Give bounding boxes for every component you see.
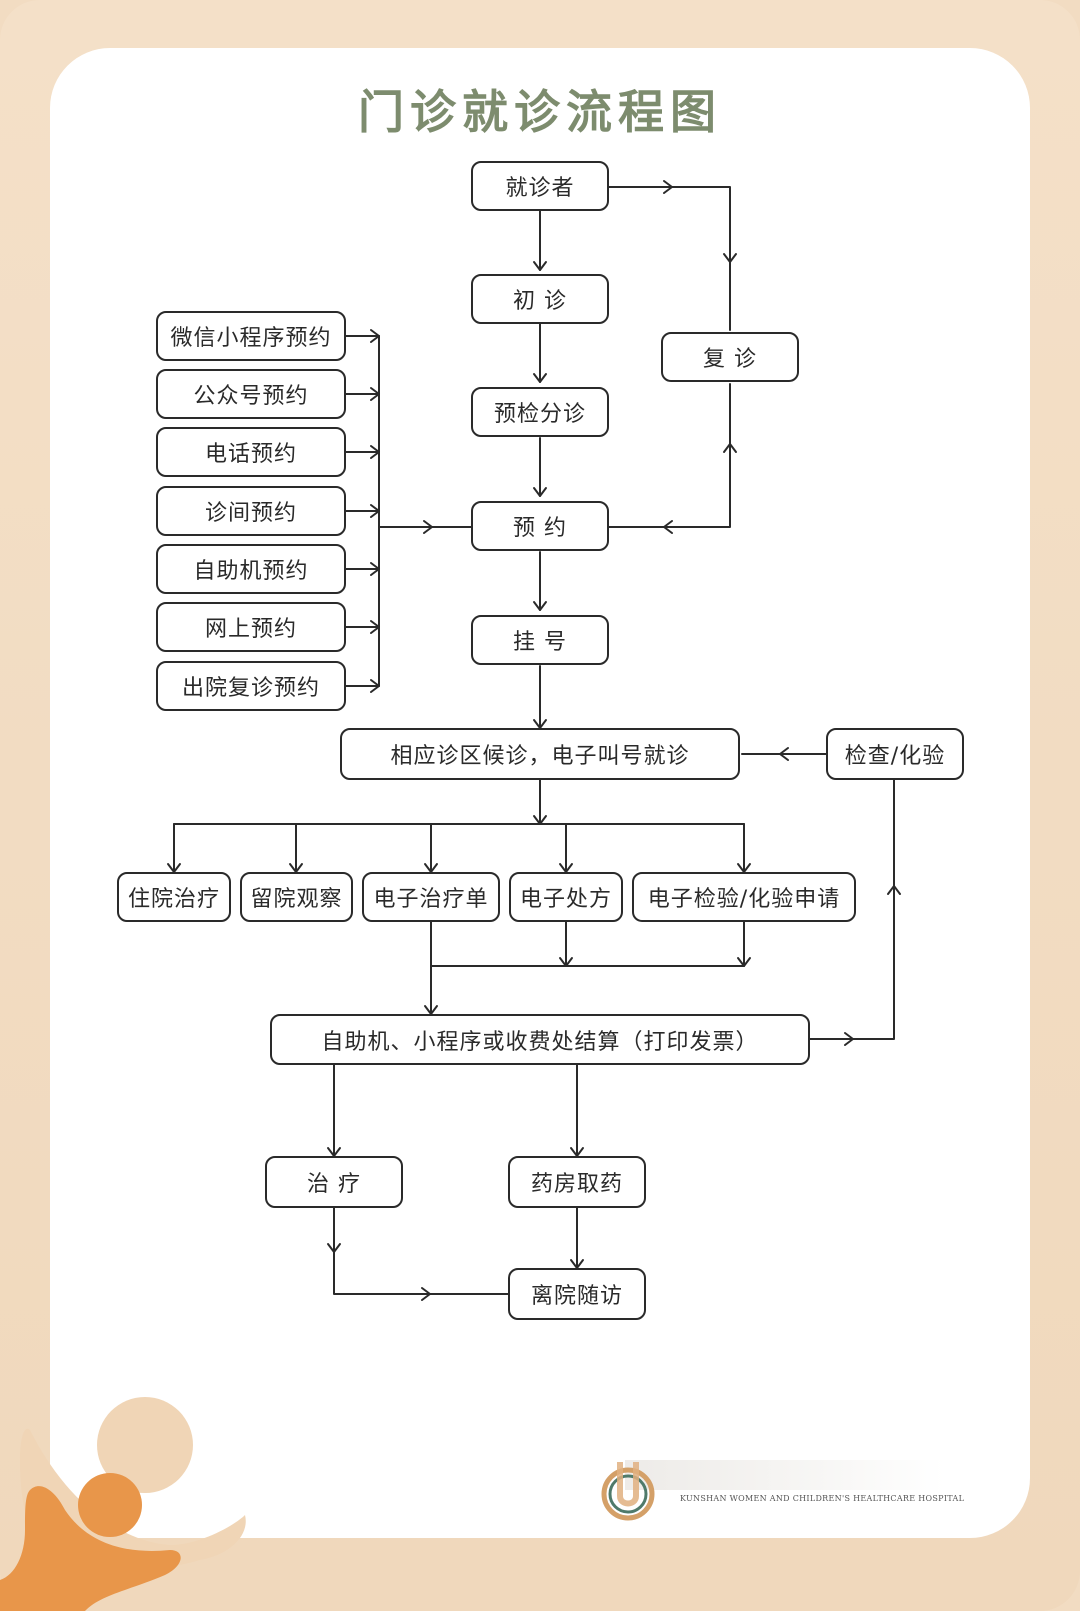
node-waiting: 相应诊区候诊，电子叫号就诊 (340, 728, 740, 780)
arrowhead (370, 445, 380, 459)
node-e-treatment-order: 电子治疗单 (362, 872, 500, 922)
connector (607, 186, 731, 331)
arrowhead (533, 815, 547, 825)
channel-post-discharge: 出院复诊预约 (156, 661, 346, 711)
node-e-lab-request: 电子检验/化验申请 (632, 872, 856, 922)
channel-wechat-mini-program: 微信小程序预约 (156, 311, 346, 361)
node-triage: 预检分诊 (471, 387, 609, 437)
orange-figure-head (78, 1473, 142, 1537)
orange-figure-body (0, 1486, 181, 1611)
channel-official-account: 公众号预约 (156, 369, 346, 419)
decorative-figure-illustration (0, 1397, 246, 1611)
node-pharmacy: 药房取药 (508, 1156, 646, 1208)
arrowhead (370, 504, 380, 518)
arrowhead (370, 329, 380, 343)
arrowhead (533, 487, 547, 497)
arrowhead (370, 679, 380, 693)
arrowhead (663, 520, 673, 534)
hospital-logo-icon (601, 1462, 655, 1521)
node-registration: 挂 号 (471, 615, 609, 665)
node-return-visit: 复 诊 (661, 332, 799, 382)
arrowhead (559, 957, 573, 967)
node-payment: 自助机、小程序或收费处结算（打印发票） (270, 1014, 810, 1065)
channel-phone: 电话预约 (156, 427, 346, 477)
arrowhead (327, 1243, 341, 1253)
arrowhead (723, 443, 737, 453)
arrowhead (779, 747, 789, 761)
arrowhead (737, 957, 751, 967)
arrowhead (421, 1287, 431, 1301)
arrowhead (844, 1032, 854, 1046)
light-figure-head (97, 1397, 193, 1493)
hospital-name-en: KUNSHAN WOMEN AND CHILDREN'S HEALTHCARE … (680, 1494, 965, 1503)
arrowhead (423, 520, 433, 534)
node-exam-lab: 检查/化验 (826, 728, 964, 780)
arrowhead (370, 562, 380, 576)
channel-kiosk: 自助机预约 (156, 544, 346, 594)
channel-clinic: 诊间预约 (156, 486, 346, 536)
node-first-visit: 初 诊 (471, 274, 609, 324)
arrowhead (887, 885, 901, 895)
arrowhead (370, 387, 380, 401)
connector (333, 1207, 509, 1295)
node-appointment: 预 约 (471, 501, 609, 551)
node-discharge-followup: 离院随访 (508, 1268, 646, 1320)
node-e-prescription: 电子处方 (509, 872, 623, 922)
connector (809, 779, 895, 1040)
arrowhead (533, 601, 547, 611)
arrowhead (723, 253, 737, 263)
arrowhead (533, 373, 547, 383)
arrowhead (370, 620, 380, 634)
node-observation: 留院观察 (240, 872, 353, 922)
arrowhead (663, 180, 673, 194)
connector (607, 383, 731, 528)
node-patient: 就诊者 (471, 161, 609, 211)
node-treatment: 治 疗 (265, 1156, 403, 1208)
logo-banner-blur (625, 1460, 945, 1490)
channel-online: 网上预约 (156, 602, 346, 652)
page-title: 门诊就诊流程图 (358, 85, 722, 139)
arrowhead (533, 261, 547, 271)
node-hospitalization: 住院治疗 (117, 872, 231, 922)
